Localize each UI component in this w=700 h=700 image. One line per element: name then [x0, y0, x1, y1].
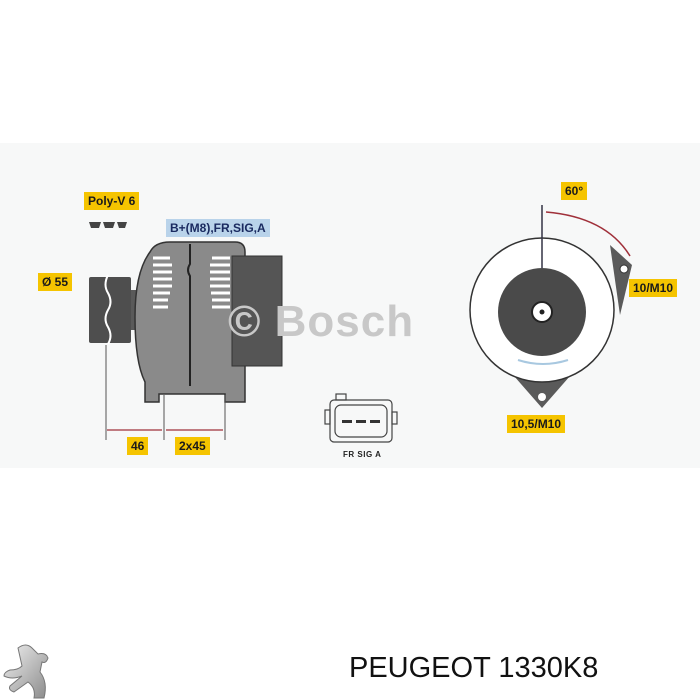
connector-label: B+(M8),FR,SIG,A [166, 219, 270, 237]
belt-label: Poly-V 6 [84, 192, 140, 210]
product-title: PEUGEOT 1330K8 [349, 652, 599, 684]
peugeot-lion-icon [3, 644, 49, 699]
mount-bottom-label: 10,5/M10 [507, 415, 566, 433]
angle-label: 60° [561, 182, 588, 200]
vent-slots [153, 256, 230, 309]
mount-top-label: 10/M10 [629, 279, 678, 297]
pulley [89, 277, 131, 343]
pulley-diameter-label: Ø 55 [38, 273, 73, 291]
plug-pin-labels: FR SIG A [343, 450, 382, 459]
belt-profile-icon [89, 222, 127, 228]
connector-plug-icon [324, 393, 398, 443]
dimension-2x45-label: 2x45 [175, 437, 210, 455]
angle-arc [545, 211, 631, 257]
dimension-46-label: 46 [127, 437, 149, 455]
bosch-watermark: © Bosch [228, 297, 415, 346]
